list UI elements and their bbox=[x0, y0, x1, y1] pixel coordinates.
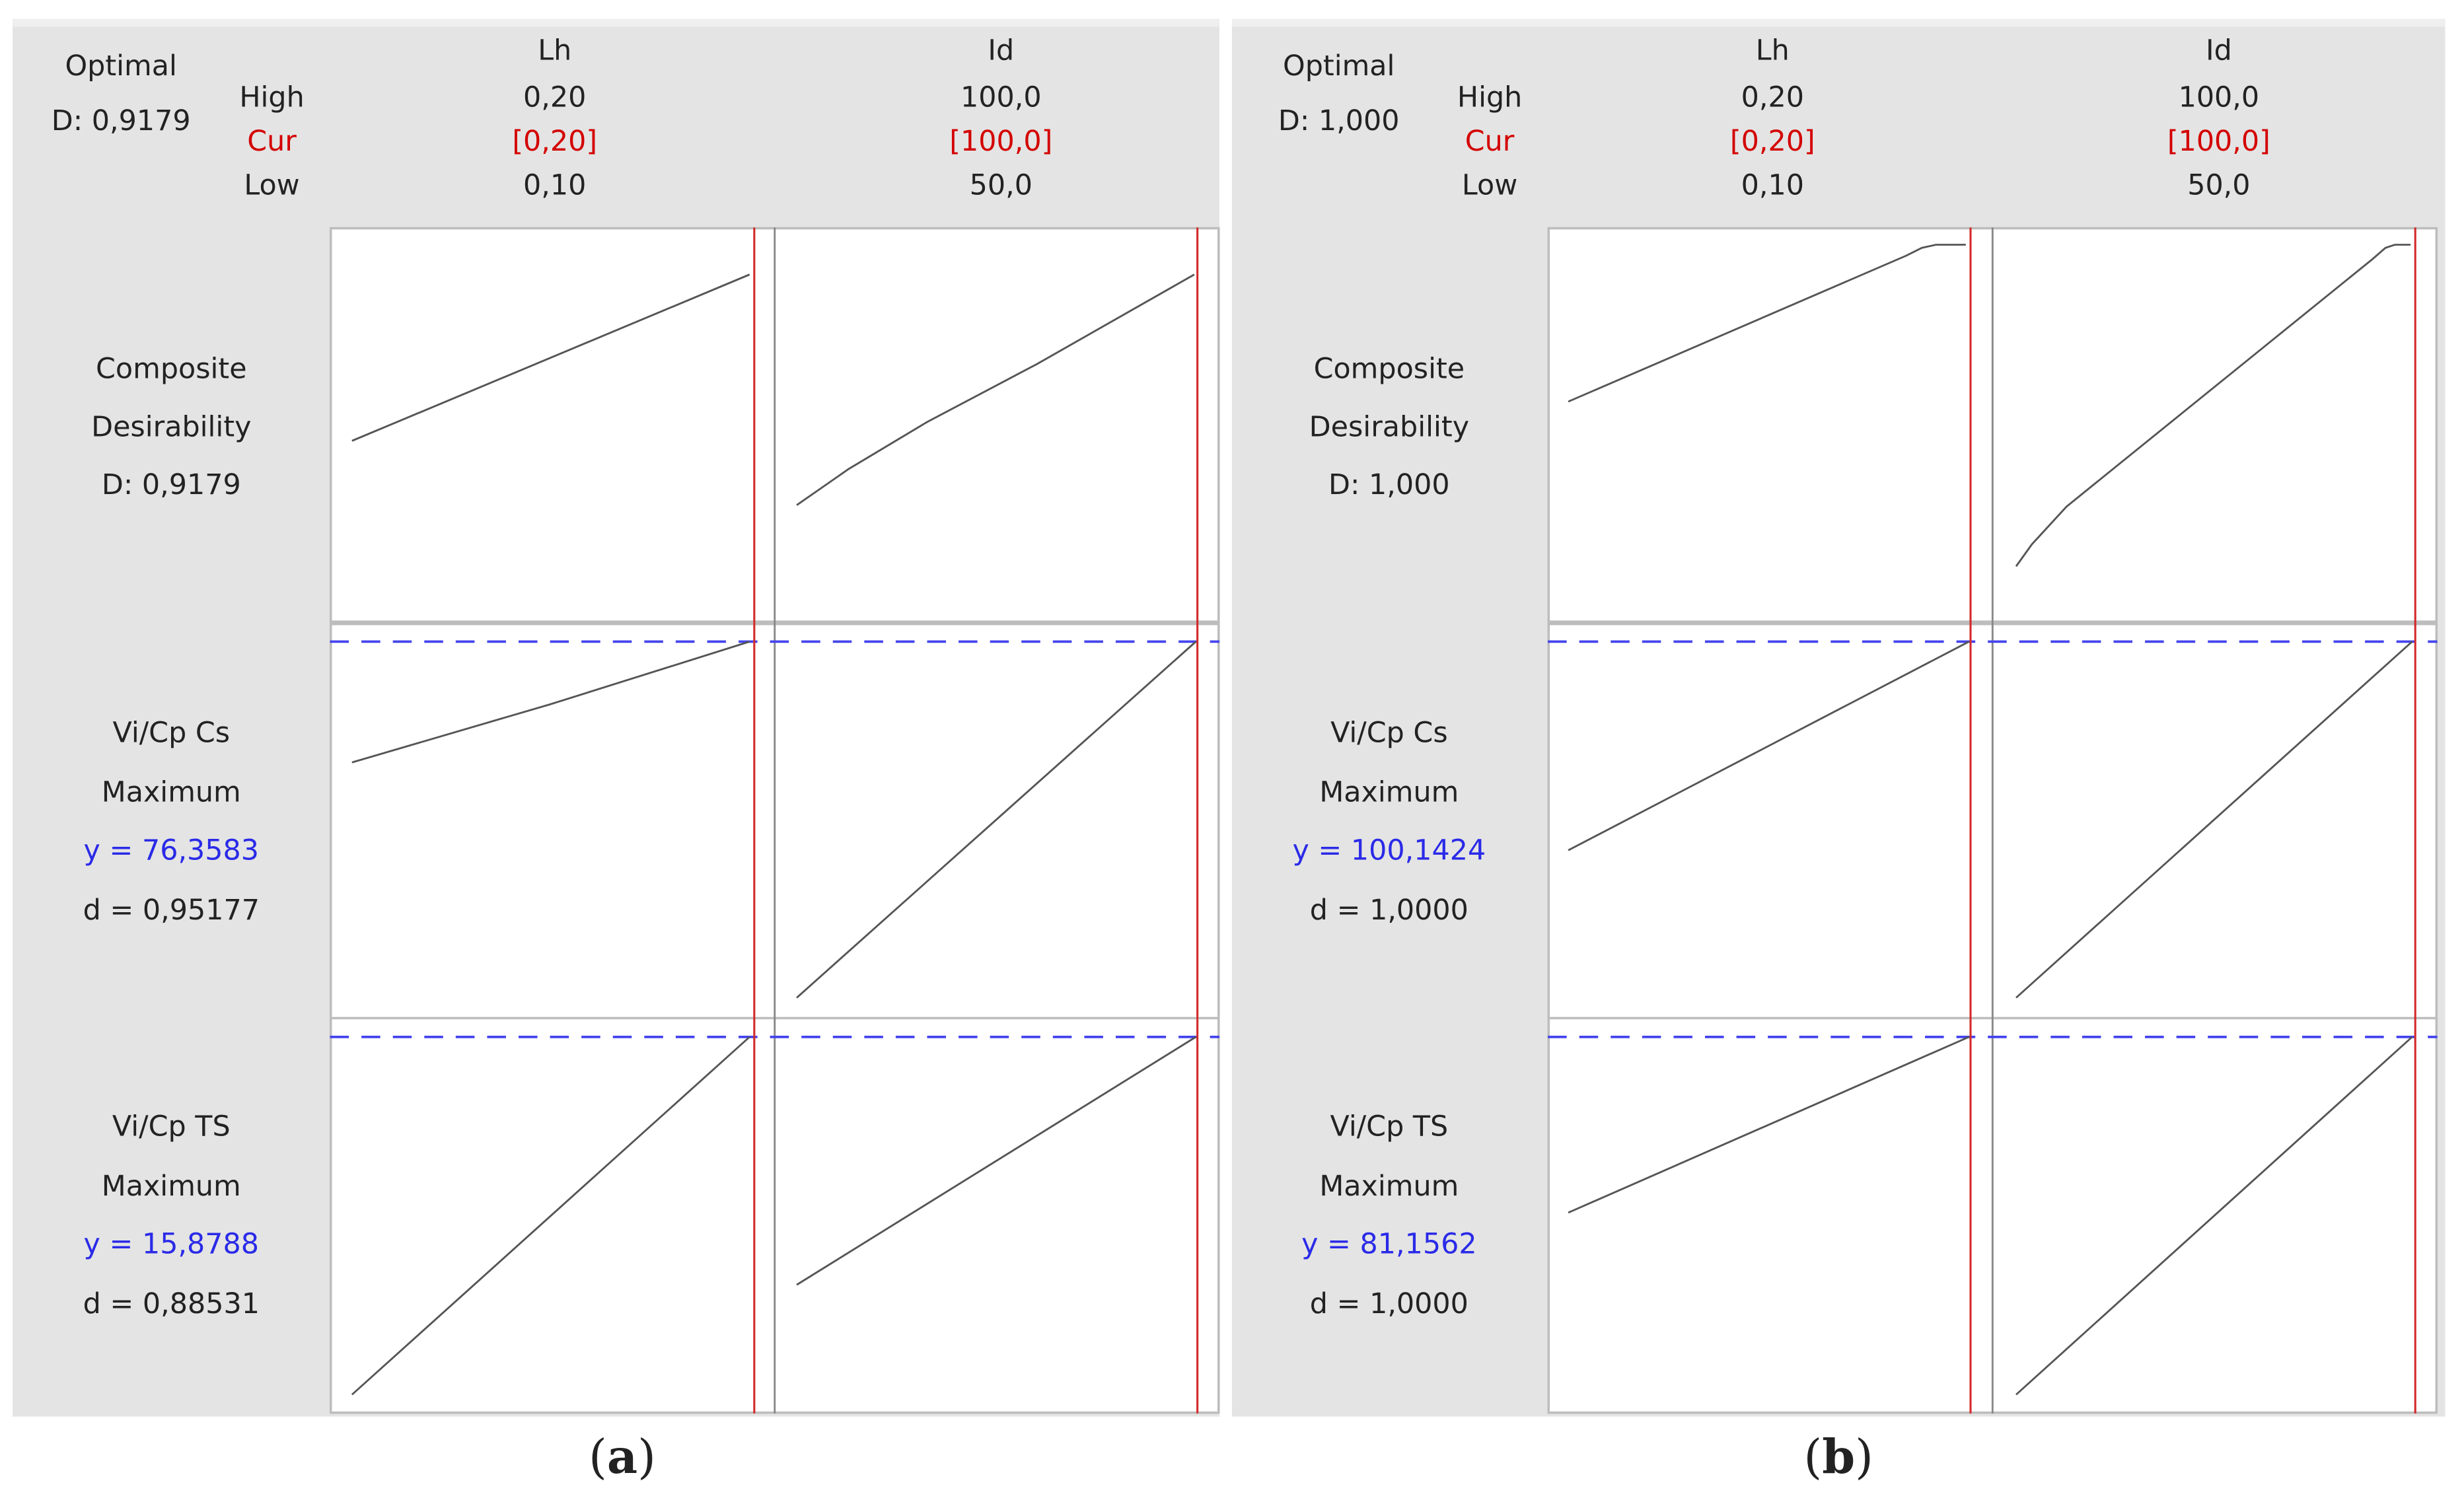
row-response-name: Vi/Cp TS bbox=[1330, 1110, 1449, 1144]
row-label-line: Desirability bbox=[1309, 411, 1470, 445]
factor-high-id: 100,0 bbox=[2178, 81, 2260, 115]
curve-ts-lh bbox=[351, 1036, 750, 1396]
optimal-d-value: D: 1,000 bbox=[1278, 105, 1400, 138]
caption-a-letter: a bbox=[606, 1431, 638, 1486]
row-goal: Maximum bbox=[1319, 1170, 1459, 1203]
caption-b: (b) bbox=[1803, 1431, 1874, 1486]
row-goal: Maximum bbox=[101, 1170, 241, 1203]
level-low-label: Low bbox=[244, 169, 300, 203]
factor-cur-id: [100,0] bbox=[2167, 126, 2270, 159]
factor-name-lh: Lh bbox=[538, 34, 572, 68]
row-label-line: Desirability bbox=[91, 411, 252, 445]
row-label-line: Composite bbox=[96, 353, 247, 386]
factor-cur-lh: [0,20] bbox=[512, 126, 598, 159]
factor-low-lh: 0,10 bbox=[523, 169, 587, 203]
curve-composite-id bbox=[2015, 244, 2411, 567]
row-goal: Maximum bbox=[1319, 776, 1459, 810]
level-high-label: High bbox=[1457, 81, 1523, 115]
factor-low-id: 50,0 bbox=[2187, 169, 2251, 203]
plot-grid-a bbox=[329, 227, 1220, 1414]
plot-grid-b-svg bbox=[1547, 227, 2438, 1414]
factor-low-lh: 0,10 bbox=[1741, 169, 1804, 203]
factor-high-lh: 0,20 bbox=[1741, 81, 1804, 115]
curve-composite-lh bbox=[351, 273, 750, 442]
row-d-value: D: 1,000 bbox=[1328, 469, 1450, 502]
level-cur-label: Cur bbox=[1465, 126, 1515, 159]
curve-cs-lh bbox=[1568, 641, 1970, 851]
row-goal: Maximum bbox=[101, 776, 241, 810]
factor-high-id: 100,0 bbox=[960, 81, 1042, 115]
row-d-value: d = 0,95177 bbox=[83, 894, 260, 927]
curve-composite-lh bbox=[1568, 244, 1966, 403]
panel-top-strip bbox=[1231, 18, 2446, 27]
row-d-value: D: 0,9179 bbox=[101, 469, 241, 502]
row-y-value: y = 100,1424 bbox=[1292, 834, 1486, 868]
factor-low-id: 50,0 bbox=[969, 169, 1033, 203]
row-label-line: Composite bbox=[1313, 353, 1465, 386]
panel-top-strip bbox=[13, 18, 1219, 27]
factor-cur-id: [100,0] bbox=[949, 126, 1053, 159]
level-cur-label: Cur bbox=[247, 126, 297, 159]
optimal-d-value: D: 0,9179 bbox=[51, 105, 191, 138]
curve-ts-id bbox=[796, 1036, 1197, 1286]
curve-composite-id bbox=[796, 273, 1195, 506]
row-y-value: y = 76,3583 bbox=[83, 834, 260, 868]
row-y-value: y = 15,8788 bbox=[83, 1228, 260, 1262]
curve-ts-lh bbox=[1568, 1036, 1970, 1214]
caption-a: (a) bbox=[588, 1431, 657, 1486]
plot-grid-b bbox=[1547, 227, 2438, 1414]
curve-cs-lh bbox=[351, 641, 750, 764]
factor-name-id: Id bbox=[988, 34, 1015, 68]
row-response-name: Vi/Cp Cs bbox=[1330, 717, 1448, 750]
curve-cs-id bbox=[796, 641, 1197, 999]
factor-high-lh: 0,20 bbox=[523, 81, 587, 115]
plot-grid-a-svg bbox=[329, 227, 1220, 1414]
row-response-name: Vi/Cp Cs bbox=[112, 717, 231, 750]
curve-cs-id bbox=[2015, 641, 2413, 999]
caption-b-letter: b bbox=[1822, 1431, 1856, 1486]
row-response-name: Vi/Cp TS bbox=[112, 1110, 231, 1144]
factor-name-id: Id bbox=[2205, 34, 2232, 68]
row-d-value: d = 0,88531 bbox=[83, 1287, 260, 1321]
optimal-label: Optimal bbox=[1283, 50, 1395, 83]
row-y-value: y = 81,1562 bbox=[1301, 1228, 1477, 1262]
level-high-label: High bbox=[239, 81, 305, 115]
factor-name-lh: Lh bbox=[1755, 34, 1790, 68]
factor-cur-lh: [0,20] bbox=[1729, 126, 1815, 159]
row-d-value: d = 1,0000 bbox=[1309, 1287, 1468, 1321]
level-low-label: Low bbox=[1461, 169, 1518, 203]
optimal-label: Optimal bbox=[65, 50, 177, 83]
curve-ts-id bbox=[2015, 1036, 2413, 1396]
row-d-value: d = 1,0000 bbox=[1309, 894, 1468, 927]
